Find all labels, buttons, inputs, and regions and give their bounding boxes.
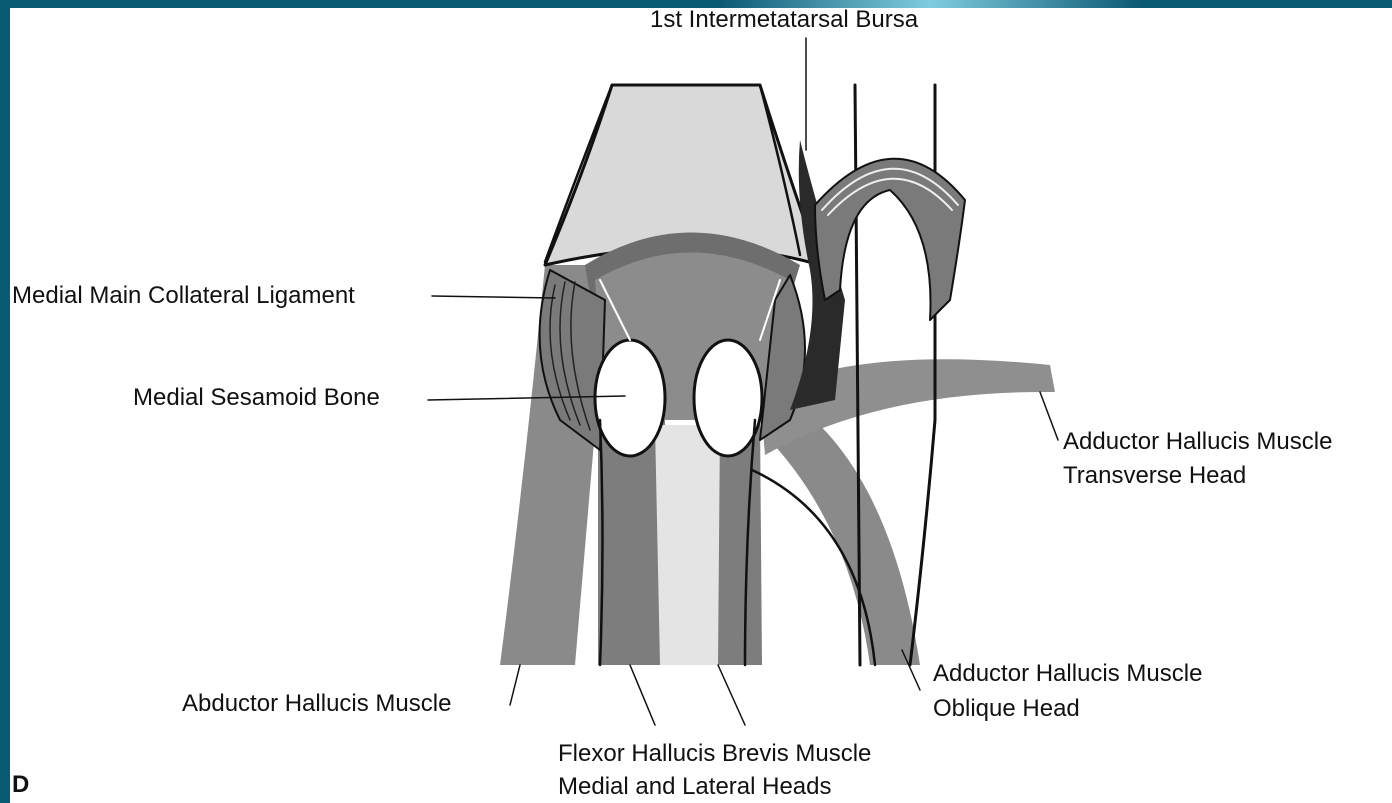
label-adductor-transverse-line2: Transverse Head: [1063, 462, 1246, 490]
label-adductor-oblique-line1: Adductor Hallucis Muscle: [933, 660, 1202, 688]
label-medial-collateral-ligament: Medial Main Collateral Ligament: [12, 282, 355, 310]
flexor-tendon: [655, 425, 720, 665]
medial-sesamoid-bone: [595, 340, 665, 456]
label-adductor-transverse-line1: Adductor Hallucis Muscle: [1063, 428, 1332, 456]
panel-letter: D: [12, 771, 29, 799]
label-medial-sesamoid-bone: Medial Sesamoid Bone: [133, 384, 380, 412]
label-intermetatarsal-bursa: 1st Intermetatarsal Bursa: [650, 6, 918, 34]
label-flexor-line2: Medial and Lateral Heads: [558, 773, 832, 801]
lateral-sesamoid-bone: [694, 340, 762, 456]
label-adductor-oblique-line2: Oblique Head: [933, 695, 1080, 723]
label-flexor-line1: Flexor Hallucis Brevis Muscle: [558, 740, 871, 768]
label-abductor-hallucis: Abductor Hallucis Muscle: [182, 690, 451, 718]
